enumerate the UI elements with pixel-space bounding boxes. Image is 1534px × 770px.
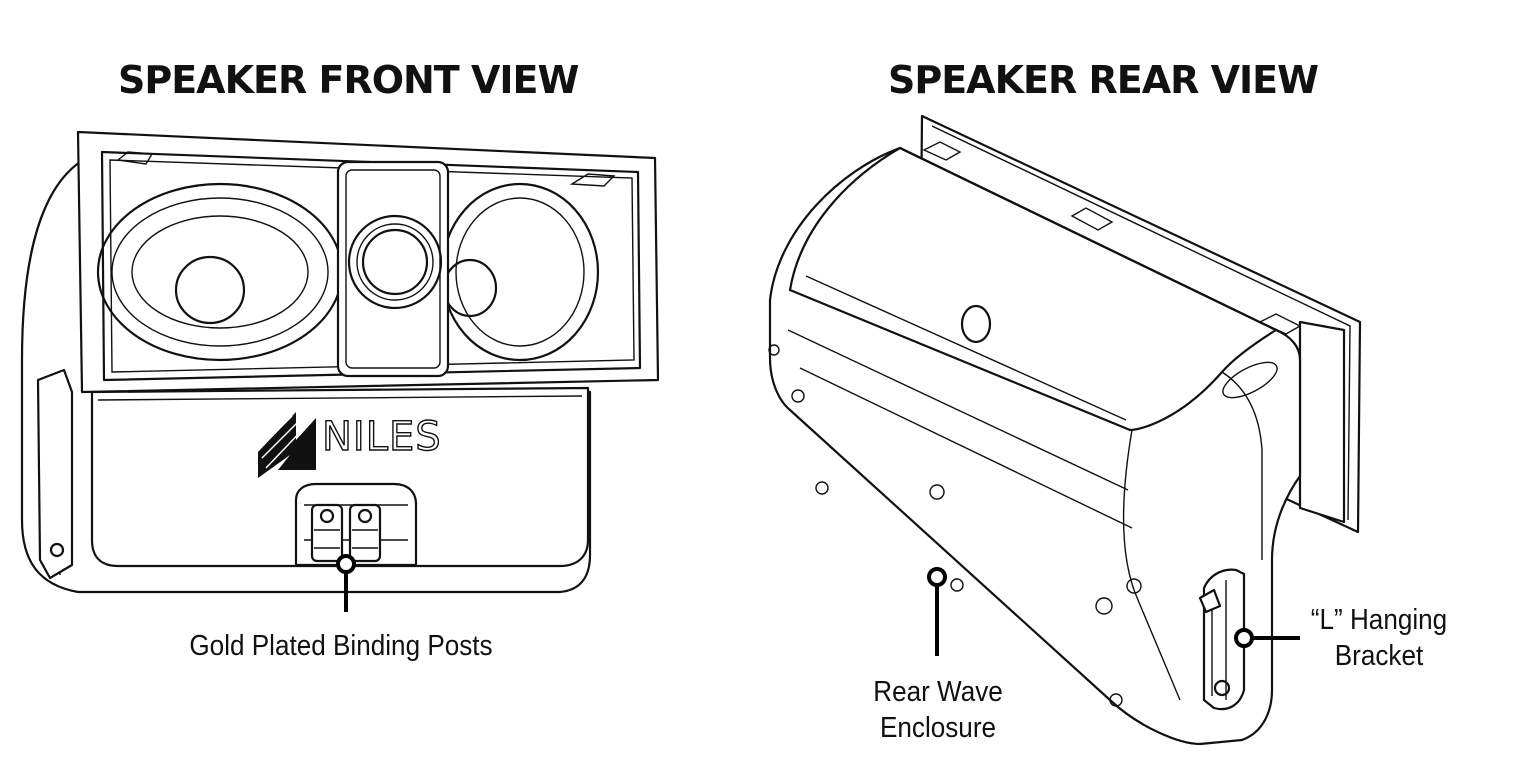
front-view-title: SPEAKER FRONT VIEW <box>118 58 579 102</box>
speaker-rear-illustration <box>768 114 1362 746</box>
l-hanging-bracket <box>1198 568 1246 711</box>
binding-posts-label: Gold Plated Binding Posts <box>189 630 493 662</box>
binding-posts-callout <box>336 554 356 612</box>
bracket-label: “L” Hanging Bracket <box>1304 602 1453 674</box>
binding-posts <box>310 503 382 563</box>
rear-wave-label-line1: Rear Wave <box>873 676 1003 708</box>
bracket-label-line1: “L” Hanging <box>1310 604 1448 636</box>
niles-logo-text: NILES <box>321 413 442 460</box>
rear-view-title: SPEAKER REAR VIEW <box>888 58 1319 102</box>
bracket-callout <box>1234 628 1300 648</box>
speaker-front-illustration <box>20 130 660 594</box>
rear-wave-label: Rear Wave Enclosure <box>855 674 1021 746</box>
bracket-label-line2: Bracket <box>1334 640 1424 672</box>
rear-wave-label-line2: Enclosure <box>879 712 997 744</box>
niles-logo-icon <box>258 412 316 478</box>
rear-wave-callout <box>927 567 947 656</box>
